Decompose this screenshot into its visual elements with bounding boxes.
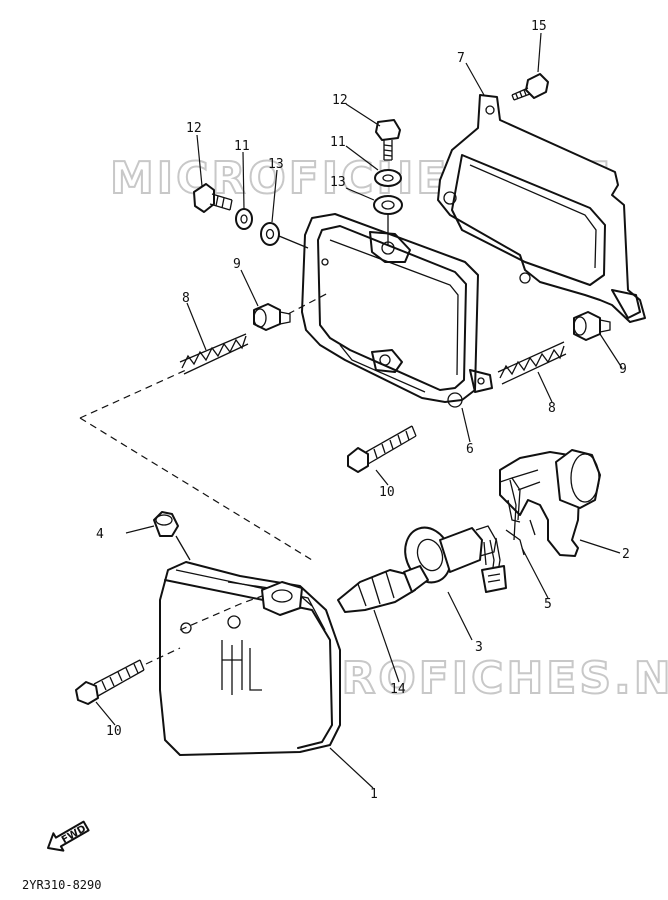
part-7-bracket xyxy=(437,94,646,323)
part-9-nut-right xyxy=(573,311,611,341)
callout-6: 6 xyxy=(466,442,474,457)
callout-11-left: 11 xyxy=(234,139,250,154)
part-11-washer-upper xyxy=(374,169,402,187)
callout-4: 4 xyxy=(96,527,104,542)
callout-13-left: 13 xyxy=(268,157,284,172)
callout-11-upper: 11 xyxy=(330,135,346,150)
part-8-spring-right xyxy=(497,341,567,385)
part-9-nut-left xyxy=(253,303,291,331)
leader-lines xyxy=(95,32,623,789)
fwd-arrow: FWD xyxy=(47,820,90,852)
callouts: 15 7 12 12 11 11 13 13 9 9 8 8 6 10 10 2… xyxy=(96,19,630,802)
callout-15: 15 xyxy=(531,19,547,34)
callout-3: 3 xyxy=(475,640,483,655)
callout-12-upper: 12 xyxy=(332,93,348,108)
part-13-grommet-left xyxy=(260,222,280,246)
fwd-arrow-icon xyxy=(47,820,90,852)
part-12-screw-upper xyxy=(375,119,401,161)
callout-8-left: 8 xyxy=(182,291,190,306)
callout-2: 2 xyxy=(622,547,630,562)
part-11-washer-left xyxy=(235,208,253,230)
callout-5: 5 xyxy=(544,597,552,612)
part-10-screw-upper xyxy=(347,425,417,473)
callout-14: 14 xyxy=(390,682,406,697)
callout-10-upper: 10 xyxy=(379,485,395,500)
callout-12-left: 12 xyxy=(186,121,202,136)
part-6-housing xyxy=(301,213,493,408)
diagram-code: 2YR310-8290 xyxy=(22,878,101,892)
part-12-screw-left xyxy=(193,183,233,213)
part-13-grommet-upper xyxy=(373,195,403,215)
part-14-bulb xyxy=(337,565,429,613)
part-1-headlight xyxy=(159,561,341,756)
part-10-screw-lower xyxy=(75,659,145,705)
callout-13-upper: 13 xyxy=(330,175,346,190)
callout-8-right: 8 xyxy=(548,401,556,416)
part-15-bolt xyxy=(511,73,549,101)
part-8-spring-left xyxy=(179,333,249,375)
callout-7: 7 xyxy=(457,51,465,66)
callout-9-right: 9 xyxy=(619,362,627,377)
callout-10-lower: 10 xyxy=(106,724,122,739)
part-4-cap xyxy=(153,511,179,537)
callout-1: 1 xyxy=(370,787,378,802)
callout-9-left: 9 xyxy=(233,257,241,272)
